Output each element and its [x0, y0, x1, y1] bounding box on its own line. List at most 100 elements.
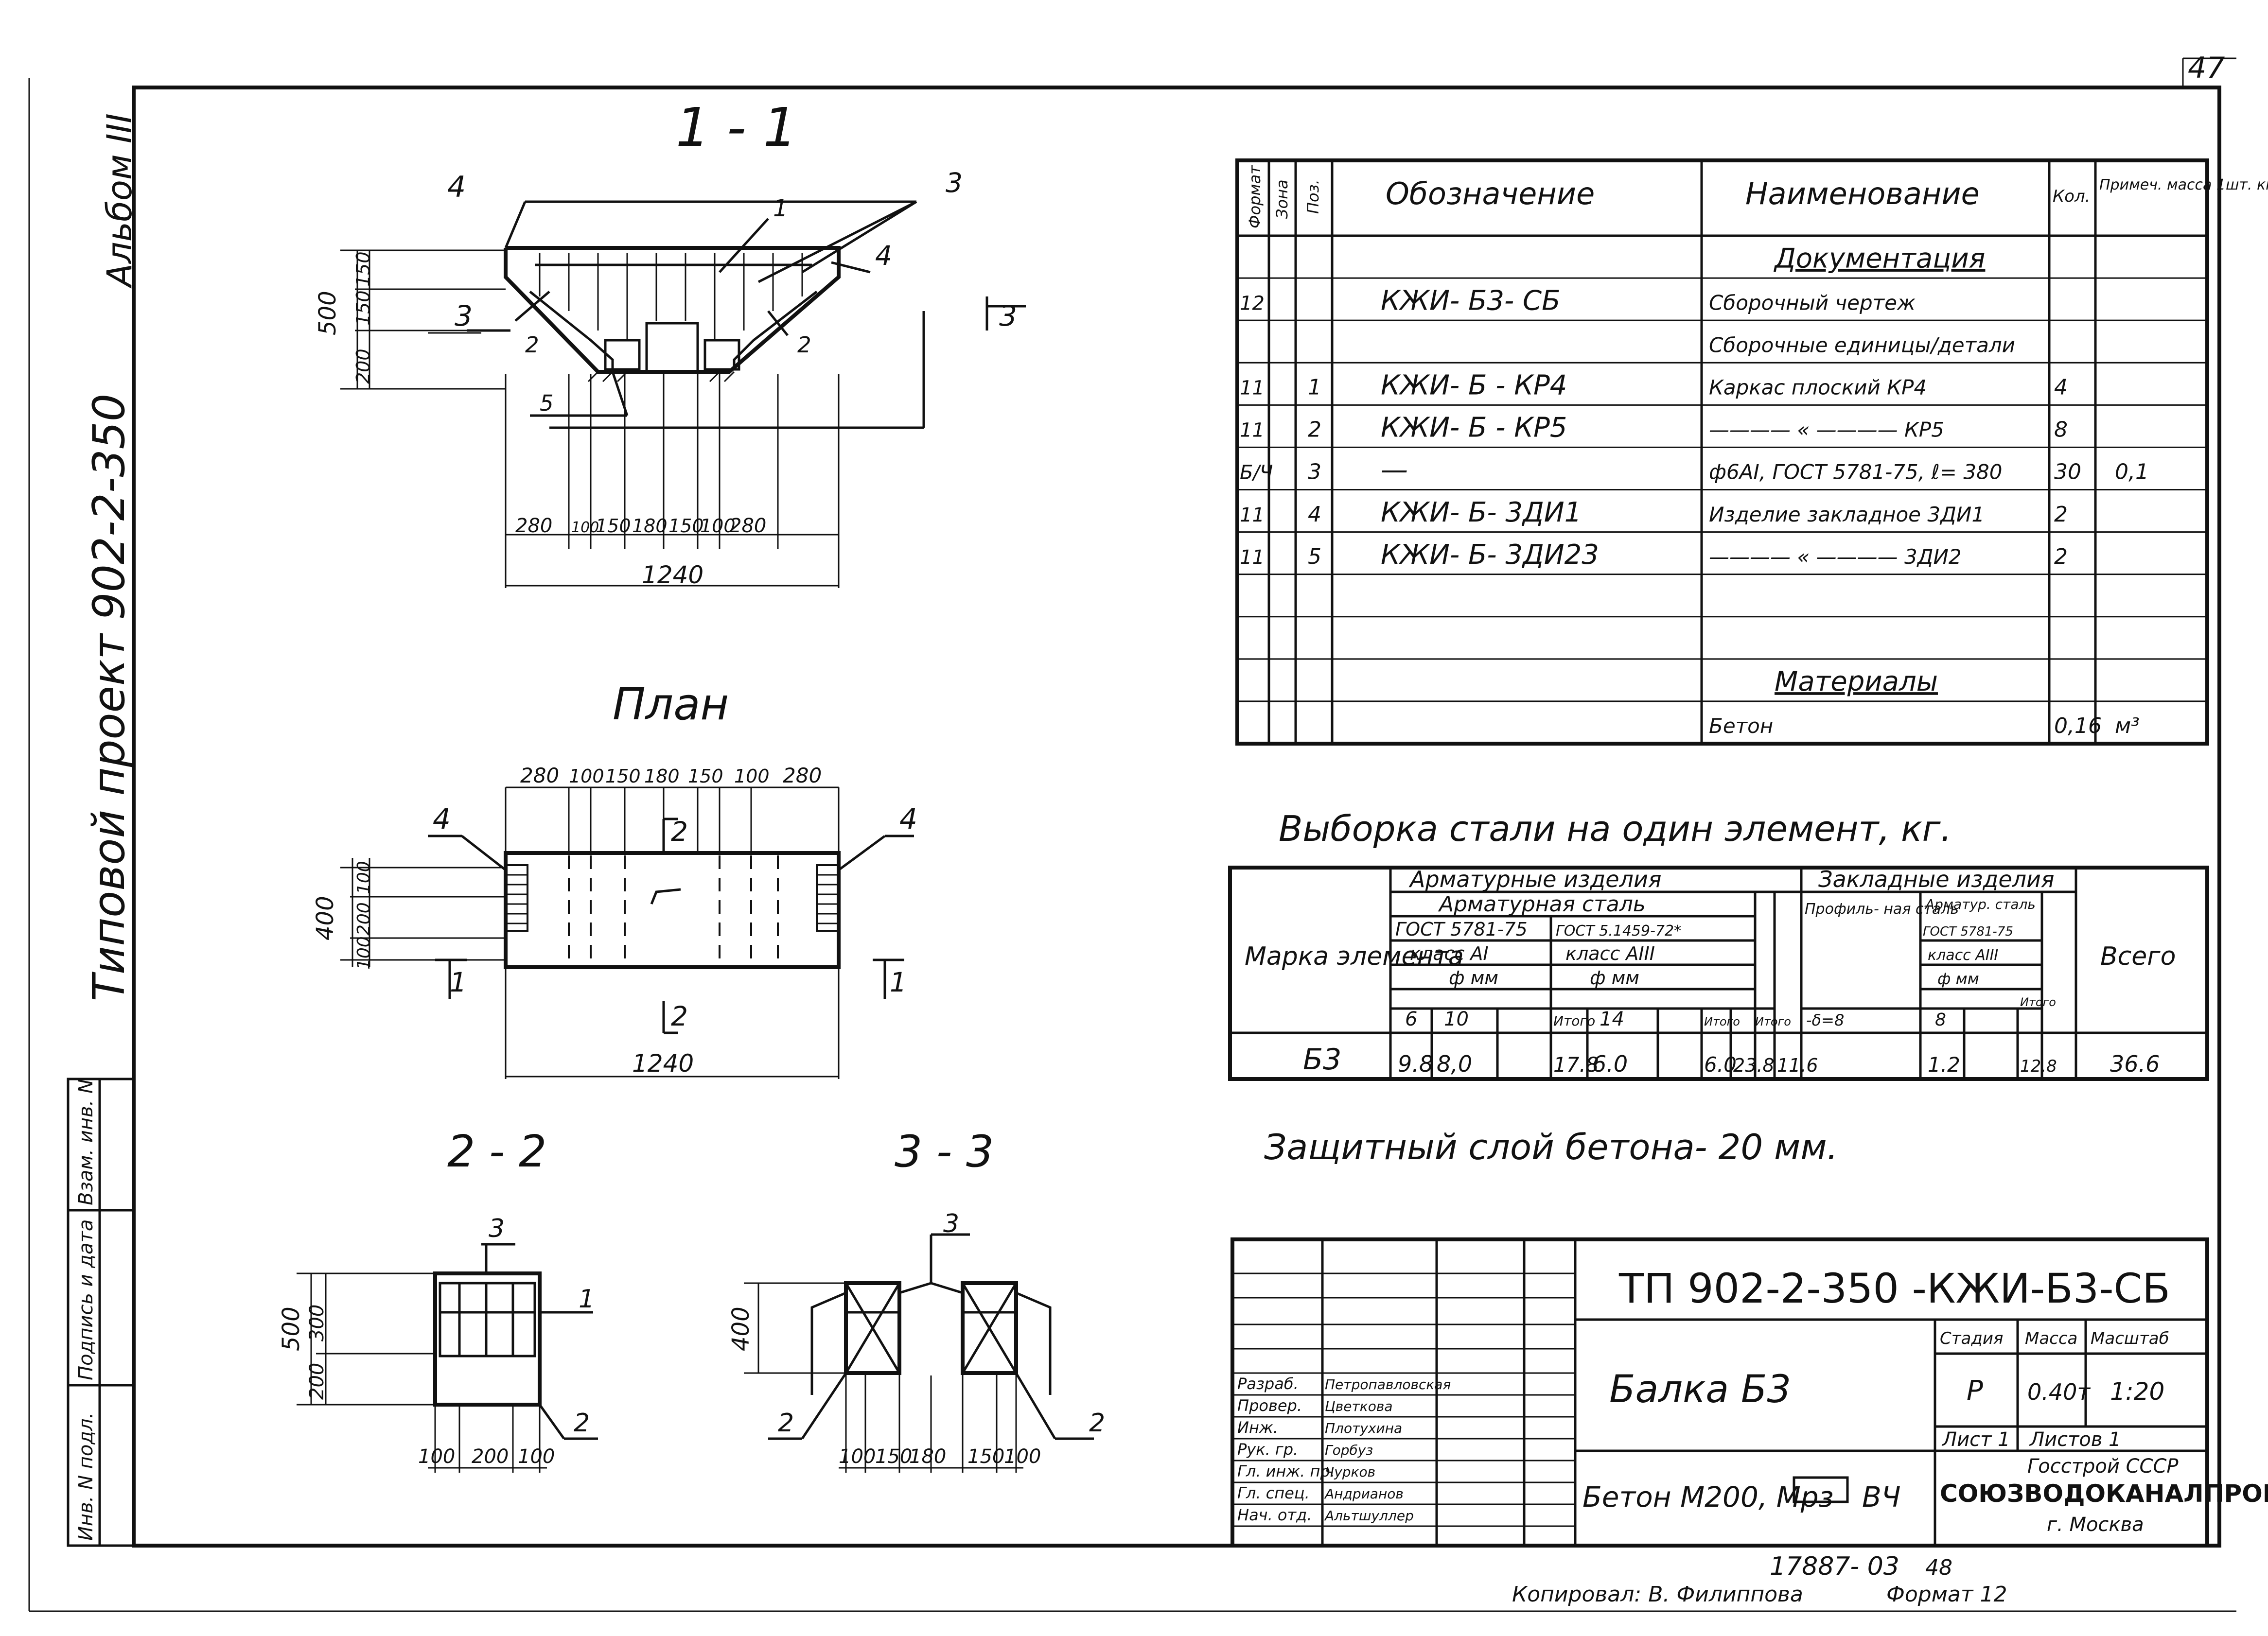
s33-hdim-4: 100: [1004, 1445, 1041, 1468]
steel-dia1: ф мм: [1449, 967, 1498, 989]
spec-cell-name: ф6АI, ГОСТ 5781-75, ℓ= 380: [1709, 460, 2002, 484]
s33-callout-2-left: 2: [778, 1409, 794, 1438]
s11-hdim-2: 150: [596, 515, 631, 537]
spec-cell-name: Материалы: [1775, 666, 1938, 697]
spec-table: Формат Зона Поз. Обозначение Наименовани…: [1235, 158, 2268, 746]
spec-cell-format: 11: [1240, 419, 1265, 442]
spec-header-zone: Зона: [1273, 179, 1291, 219]
tb-mass-label: Масса: [2025, 1329, 2077, 1348]
steel-row-sum-embed: 12.8: [2020, 1057, 2057, 1076]
plan-vdim-1: 100: [354, 861, 374, 894]
steel-group-reinf: Арматурные изделия: [1408, 866, 1662, 892]
plan-dim-6: 280: [783, 764, 822, 787]
title-block: Разраб.ПетропавловскаяПровер.ЦветковаИнж…: [1231, 1237, 2268, 1548]
spec-cell-name: Документация: [1773, 243, 1985, 274]
s22-callout-1: 1: [579, 1285, 595, 1314]
stamp-label-inv: Инв. N подл.: [75, 1412, 97, 1541]
tb-sheet: Лист 1: [1941, 1428, 2010, 1451]
spec-cell-designation: КЖИ- Б3- СБ: [1381, 285, 1561, 316]
steel-row-sum1: 17.8: [1553, 1053, 1599, 1077]
spec-cell-name: ———— « ———— КР5: [1709, 418, 1944, 442]
s11-callout-4-left: 4: [447, 170, 466, 204]
plan-cut-2-top: 2: [671, 816, 688, 847]
spec-cell-qty: 0,16: [2054, 714, 2102, 738]
section-3-3-title: 3 - 3: [895, 1126, 994, 1177]
s33-callout-3: 3: [943, 1209, 959, 1238]
spec-cell-qty: 8: [2054, 418, 2068, 442]
tb-stage-label: Стадия: [1940, 1329, 2003, 1348]
steel-class2: класс АIII: [1565, 943, 1655, 964]
tb-city: г. Москва: [2047, 1514, 2144, 1536]
s11-hdim-1: 100: [571, 519, 599, 536]
spec-cell-pos: 5: [1308, 544, 1321, 569]
s33-vdim-total: 400: [727, 1306, 755, 1351]
s33-hdim-1: 150: [875, 1445, 912, 1468]
spec-cell-name: Каркас плоский КР4: [1709, 376, 1927, 400]
spec-cell-pos: 1: [1308, 375, 1321, 400]
steel-embed-rebar: Арматур. сталь: [1924, 896, 2036, 912]
s11-cut-3-left: 3: [455, 299, 473, 332]
stamp-label-vzam: Взам. инв. N: [75, 1079, 97, 1205]
plan-dim-3: 180: [644, 766, 680, 787]
plan-title: План: [613, 679, 729, 730]
s11-callout-2-right: 2: [797, 332, 811, 358]
spec-cell-designation: —: [1381, 454, 1408, 486]
spec-header-qty: Кол.: [2053, 187, 2090, 206]
s11-hdim-6: 280: [729, 515, 766, 537]
spec-cell-name: Изделие закладное 3ДИ1: [1709, 503, 1985, 526]
s11-vdim-2: 150: [352, 290, 374, 326]
tb-role-person: Горбуз: [1325, 1442, 1373, 1458]
plan-view: План: [312, 679, 917, 1079]
s33-hdim-3: 150: [967, 1445, 1004, 1468]
steel-table-title: Выборка стали на один элемент, кг.: [1279, 808, 1952, 849]
spec-cell-pos: 3: [1308, 460, 1321, 485]
plan-vdim-total: 400: [312, 896, 339, 940]
s22-vdim-2: 200: [306, 1363, 328, 1400]
spec-cell-qty: 2: [2054, 544, 2068, 569]
spec-cell-format: 11: [1240, 504, 1265, 526]
steel-row-emb8: 1.2: [1928, 1053, 1960, 1077]
plan-dim-2: 150: [605, 766, 641, 787]
spec-cell-name: ———— « ———— 3ДИ2: [1709, 545, 1962, 569]
project-label: Типовой проект 902-2-350: [84, 394, 135, 1001]
plan-cut-1-right: 1: [890, 967, 907, 998]
spec-cell-name: Сборочный чертеж: [1709, 291, 1916, 314]
spec-cell-designation: КЖИ- Б- 3ДИ1: [1381, 497, 1582, 528]
tb-role-label: Инж.: [1237, 1418, 1278, 1437]
steel-row-v10: 8,0: [1437, 1051, 1472, 1077]
spec-cell-name: Бетон: [1709, 714, 1773, 738]
s11-callout-4-right: 4: [875, 240, 892, 271]
tb-stage: Р: [1967, 1375, 1983, 1407]
tb-org2: СОЮЗВОДОКАНАЛПРОЕКТ: [1940, 1479, 2268, 1508]
s11-callout-5: 5: [540, 390, 554, 416]
steel-d14: 14: [1600, 1008, 1624, 1030]
steel-itogo-2: Итого: [1704, 1015, 1740, 1028]
album-label: Альбом III: [100, 113, 140, 289]
plan-cut-2-bottom: 2: [671, 1001, 688, 1032]
tb-role-person: Альтшуллер: [1324, 1508, 1414, 1524]
spec-cell-pos: 4: [1308, 502, 1321, 527]
steel-itogo-3: Итого: [1755, 1015, 1791, 1028]
s22-hdim-2: 100: [518, 1445, 555, 1468]
spec-cell-format: 11: [1240, 377, 1265, 400]
tb-code: ТП 902-2-350 -КЖИ-Б3-СБ: [1618, 1265, 2170, 1312]
stamp-label-sign: Подпись и дата: [75, 1219, 97, 1380]
protective-layer-note: Защитный слой бетона- 20 мм.: [1264, 1127, 1838, 1167]
steel-group-embed: Закладные изделия: [1818, 866, 2055, 892]
steel-embed-class: класс АIII: [1928, 947, 1998, 964]
plan-cut-1-left: 1: [450, 967, 467, 998]
steel-gost1: ГОСТ 5781-75: [1395, 919, 1528, 940]
sheet-frame: [28, 57, 2236, 1612]
footer-number: 17887- 03: [1770, 1552, 1899, 1581]
s11-hdim-0: 280: [515, 515, 552, 537]
steel-row-sum-reinf: 23.8: [1733, 1055, 1775, 1076]
s33-hdim-0: 100: [839, 1445, 876, 1468]
steel-row-total: 36.6: [2110, 1051, 2160, 1077]
tb-material-suffix: ВЧ: [1862, 1480, 1901, 1514]
s11-hdim-5: 100: [700, 515, 736, 537]
spec-cell-name: Сборочные единицы/детали: [1709, 333, 2015, 357]
tb-material: Бетон М200, Мрз: [1582, 1480, 1833, 1514]
section-1-1-title: 1 - 1: [676, 96, 797, 158]
spec-cell-qty: 30: [2054, 460, 2081, 485]
spec-cell-designation: КЖИ- Б- 3ДИ23: [1381, 539, 1599, 571]
